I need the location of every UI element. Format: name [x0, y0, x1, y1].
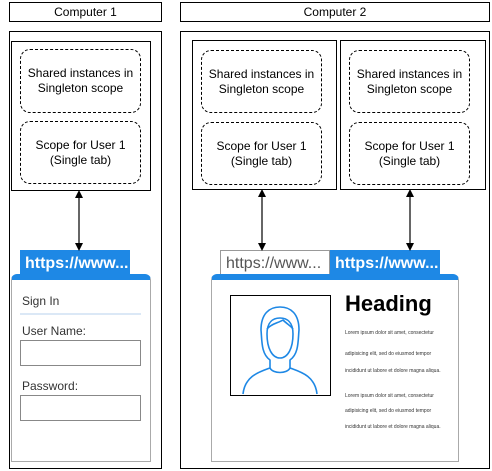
paragraph-1-line-3: incididunt ut labore et dolore magna ali…	[345, 368, 441, 374]
computer-2-url-tab-inactive[interactable]: https://www...	[220, 250, 330, 278]
computer-1-url-tab[interactable]: https://www...	[20, 250, 130, 278]
sign-in-heading: Sign In	[22, 294, 60, 308]
sign-in-divider	[20, 313, 141, 315]
user-portrait-icon	[242, 306, 318, 395]
password-field[interactable]	[20, 395, 141, 421]
password-label: Password:	[22, 379, 79, 393]
paragraph-1-line-2: adipisicing elit, sed do eiusmod tempor	[345, 351, 432, 357]
paragraph-1-line-1: Lorem ipsum dolor sit amet, consectetur	[345, 330, 434, 336]
computer-1-title: Computer 1	[9, 2, 162, 22]
paragraph-2-line-3: incididunt ut labore et dolore magna ali…	[345, 424, 441, 430]
computer-1-shared-scope: Shared instances in Singleton scope	[20, 49, 141, 113]
avatar	[230, 295, 331, 396]
login-panel	[11, 274, 151, 462]
page-heading: Heading	[345, 291, 432, 316]
computer-2-left-shared-scope: Shared instances in Singleton scope	[201, 50, 322, 113]
computer-2-right-user-scope: Scope for User 1 (Single tab)	[349, 122, 470, 185]
computer-1-user-scope: Scope for User 1 (Single tab)	[20, 121, 141, 184]
computer-2-url-tab-active[interactable]: https://www...	[330, 250, 440, 278]
username-label: User Name:	[22, 324, 87, 338]
computer-2-right-shared-scope: Shared instances in Singleton scope	[349, 50, 470, 113]
paragraph-2-line-2: adipisicing elit, sed do eiusmod tempor	[345, 408, 432, 414]
computer-2-title: Computer 2	[180, 2, 490, 22]
paragraph-2-line-1: Lorem ipsum dolor sit amet, consectetur	[345, 393, 434, 399]
username-field[interactable]	[20, 340, 141, 366]
computer-2-left-user-scope: Scope for User 1 (Single tab)	[201, 122, 322, 185]
